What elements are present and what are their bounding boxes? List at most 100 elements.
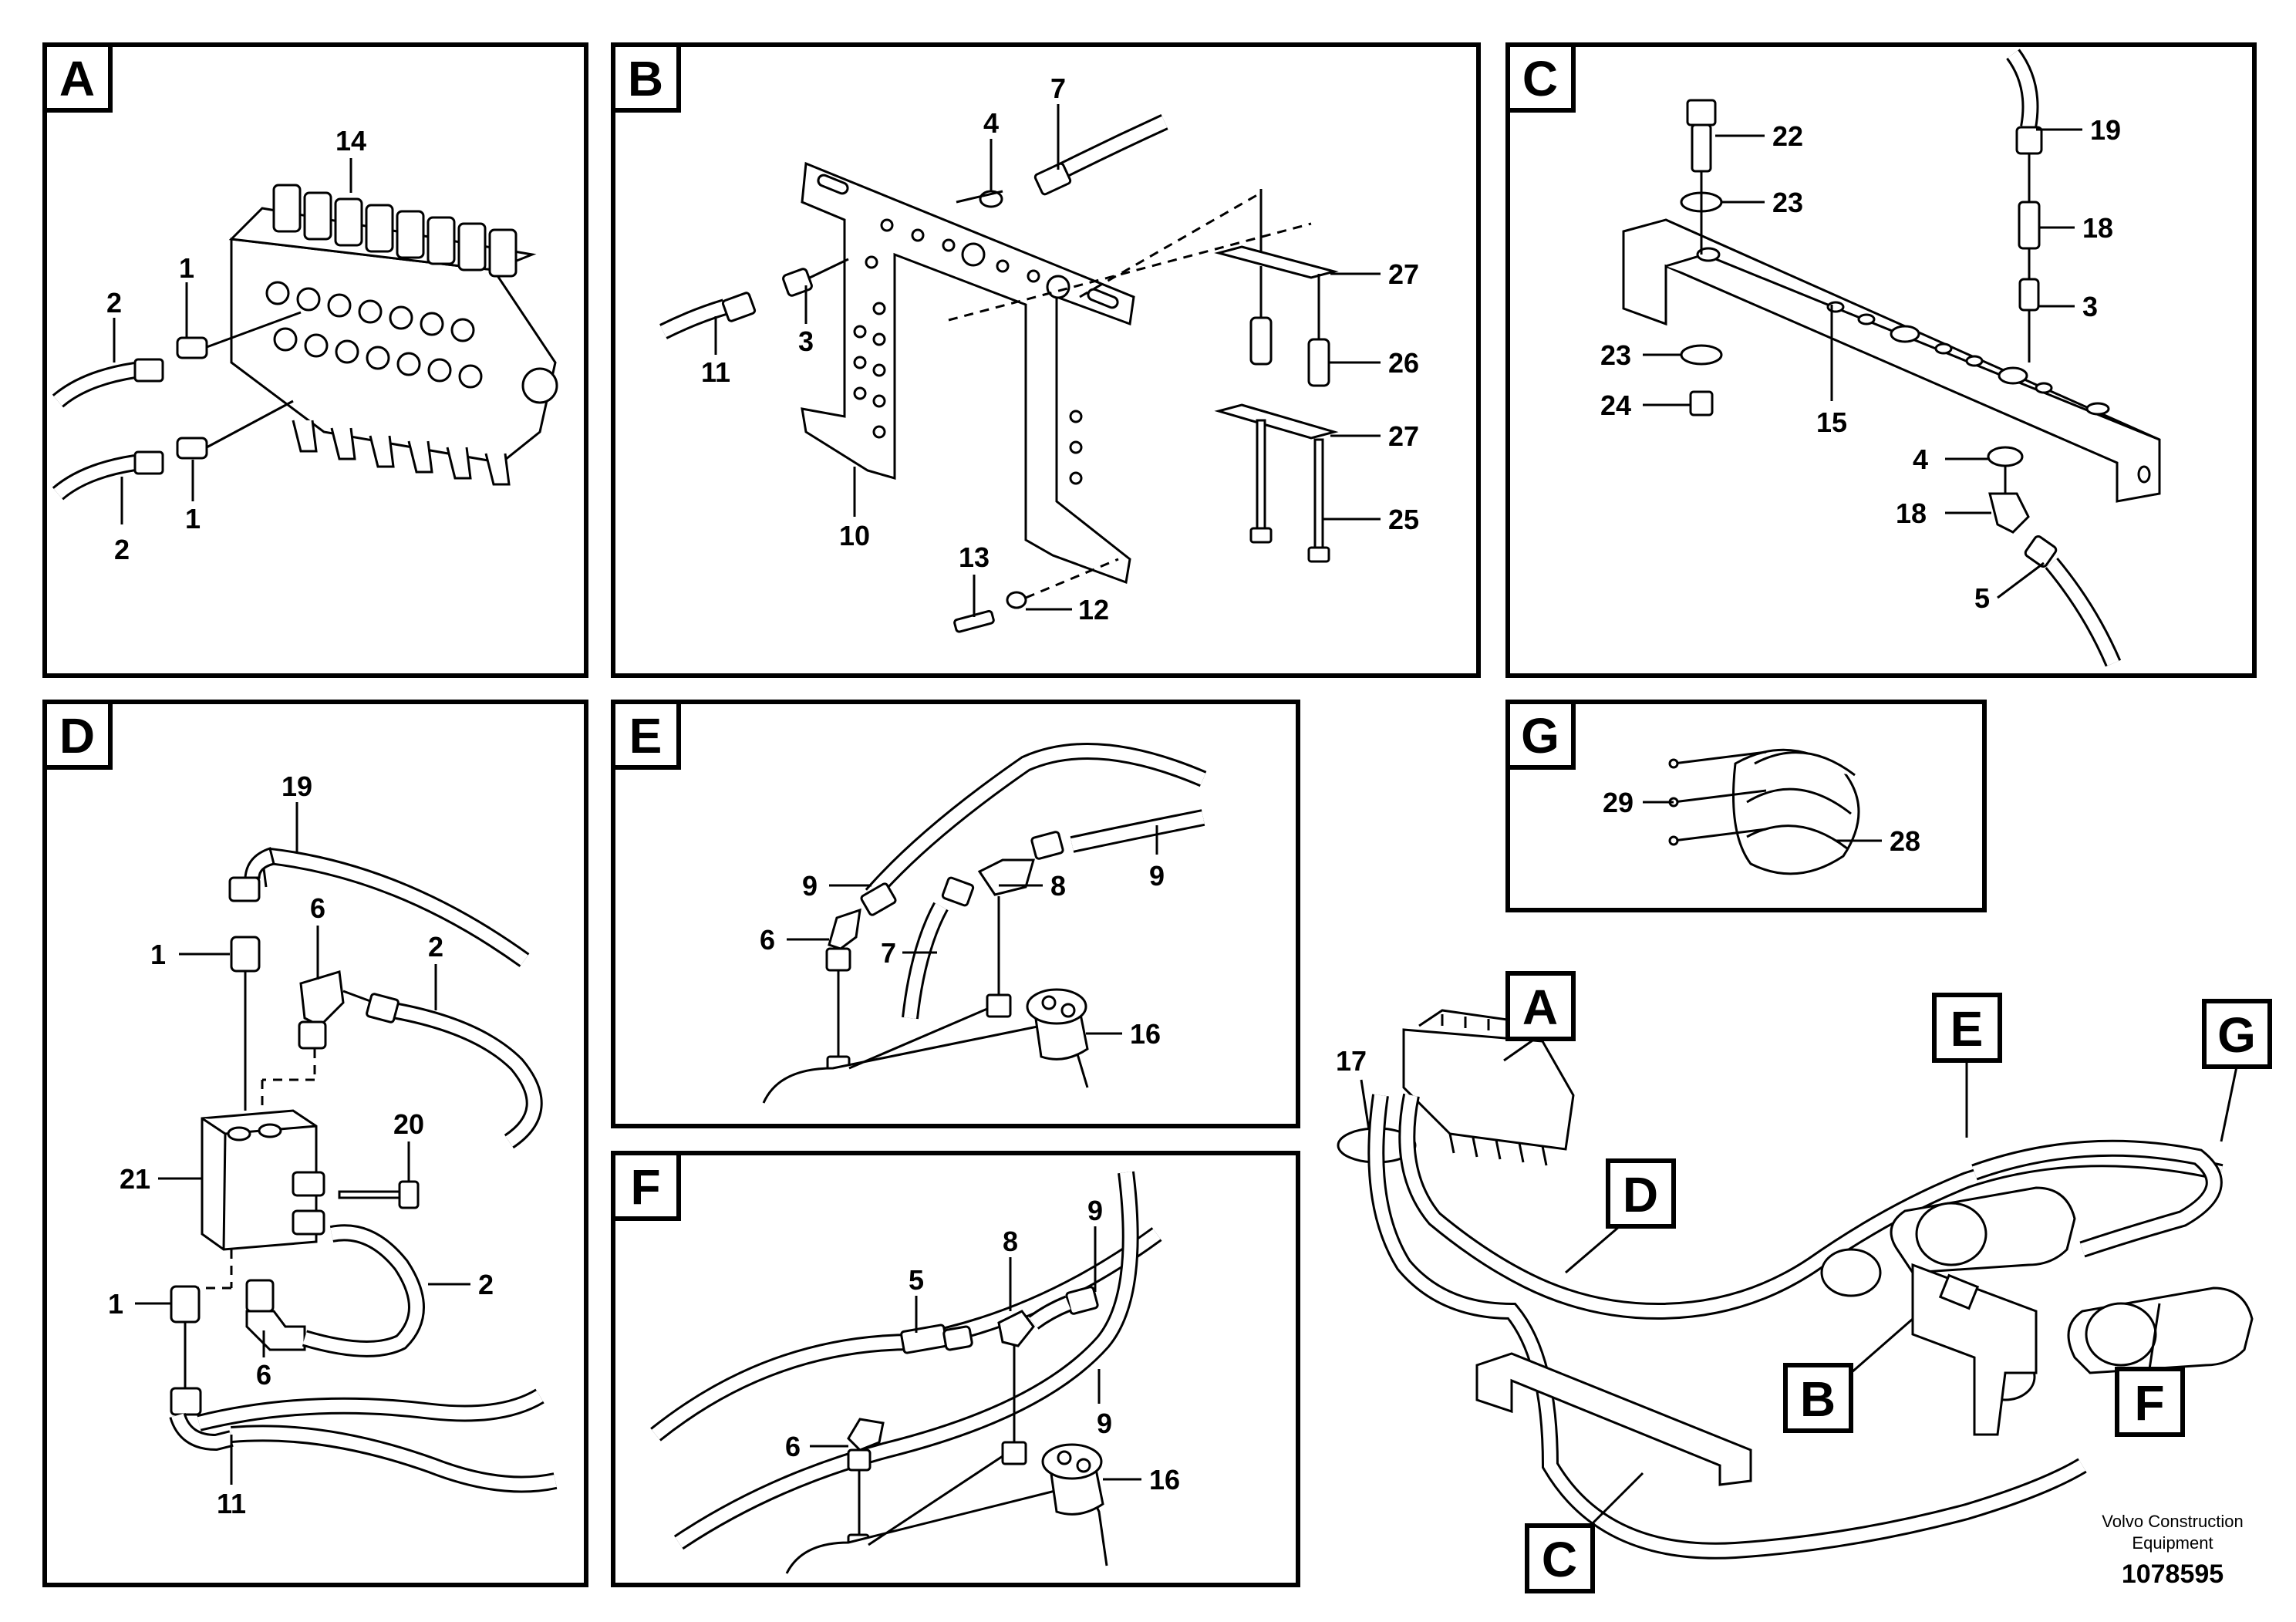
mounting-bracket-drawing (801, 161, 1135, 585)
overview-tag-d-box (1606, 1158, 1676, 1229)
callout-12: 12 (1078, 594, 1109, 626)
callout-9-upper: 9 (1087, 1195, 1103, 1226)
panel-a-callouts: 14 1 1 2 2 (106, 125, 366, 565)
panel-g-tag (1505, 700, 1576, 770)
panel-e-callouts: 9 8 9 6 7 16 (760, 825, 1165, 1050)
panel-d: D (42, 700, 588, 1587)
callout-2-lower: 2 (478, 1269, 494, 1300)
callout-20: 20 (393, 1108, 424, 1140)
hose-clamp-drawing (1668, 748, 1860, 875)
overview-tag-e-box (1932, 993, 2002, 1063)
callout-7: 7 (881, 937, 896, 969)
callout-6-lower: 6 (256, 1359, 271, 1391)
callout-11: 11 (217, 1488, 246, 1519)
callout-27-lower: 27 (1388, 420, 1419, 452)
drawing-footer: Volvo Construction Equipment 1078595 (2102, 1512, 2243, 1589)
panel-b-callouts: 4 7 3 11 10 13 12 27 26 27 25 (701, 73, 1419, 626)
panel-b: B (611, 42, 1481, 678)
callout-16: 16 (1130, 1018, 1161, 1050)
callout-17: 17 (1336, 1045, 1367, 1077)
callout-1-upper: 1 (150, 939, 166, 970)
overview-tag-a-box (1505, 971, 1576, 1041)
panel-a-tag (42, 42, 113, 113)
company-name-line2: Equipment (2132, 1533, 2213, 1553)
panel-b-tag (611, 42, 681, 113)
panel-a: A (42, 42, 588, 678)
panel-a-label: A (59, 51, 95, 106)
overview-assembly: A E G D B F C 17 (1336, 971, 2272, 1593)
callout-19: 19 (2090, 114, 2121, 146)
panel-d-drawing (169, 847, 558, 1493)
panel-g-label: G (1521, 708, 1559, 764)
valve-ports (265, 281, 558, 404)
callout-3: 3 (798, 325, 814, 357)
panel-b-label: B (628, 51, 663, 106)
callout-21: 21 (120, 1163, 150, 1195)
callout-3: 3 (2082, 291, 2098, 322)
hoses-panel-a (52, 311, 302, 501)
overview-drawing (1337, 1009, 2254, 1560)
overview-tag-a: A (1522, 980, 1558, 1035)
callout-26: 26 (1388, 347, 1419, 379)
callout-4: 4 (1913, 443, 1928, 475)
callout-2-upper: 2 (106, 287, 122, 319)
callout-23-lower: 23 (1600, 339, 1631, 371)
callout-23-upper: 23 (1772, 187, 1803, 218)
panel-e: E 9 8 9 (611, 700, 1300, 1128)
callout-8: 8 (1003, 1226, 1018, 1257)
control-valve-drawing (228, 184, 558, 486)
overview-tag-b-box (1783, 1363, 1853, 1433)
callout-8: 8 (1050, 870, 1066, 902)
callout-15: 15 (1816, 406, 1847, 438)
callout-19: 19 (282, 771, 312, 802)
callout-9-right: 9 (1149, 860, 1165, 892)
valve-spools (272, 184, 518, 278)
panel-b-fasteners (948, 189, 1339, 633)
callout-16: 16 (1149, 1464, 1180, 1496)
callout-10: 10 (839, 520, 870, 551)
callout-24: 24 (1600, 389, 1631, 421)
overview-tag-f-box (2115, 1367, 2185, 1437)
overview-tag-c: C (1542, 1532, 1577, 1587)
overview-tag-g-box (2202, 999, 2272, 1069)
callout-2-upper: 2 (428, 931, 443, 963)
callout-22: 22 (1772, 120, 1803, 152)
callout-1-upper: 1 (179, 252, 194, 284)
callout-29: 29 (1603, 787, 1633, 818)
callout-5: 5 (909, 1264, 924, 1296)
mounting-bar-drawing (1622, 218, 2161, 503)
callout-13: 13 (959, 541, 990, 573)
callout-9-lower: 9 (1097, 1408, 1112, 1439)
callout-18-lower: 18 (1896, 497, 1927, 529)
callout-14: 14 (335, 125, 366, 157)
overview-tags: A E G D B F C (1503, 971, 2272, 1593)
panel-f-callouts: 9 8 5 9 6 16 (785, 1195, 1180, 1496)
callout-9-left: 9 (802, 870, 818, 902)
panel-f-tag (611, 1151, 681, 1221)
callout-6: 6 (760, 924, 775, 956)
overview-tag-b: B (1800, 1371, 1836, 1427)
panel-c-label: C (1522, 51, 1558, 106)
callout-11: 11 (701, 356, 730, 388)
panel-f-drawing (650, 1171, 1162, 1574)
panel-d-tag (42, 700, 113, 770)
callout-27-upper: 27 (1388, 258, 1419, 290)
callout-4: 4 (983, 107, 999, 139)
overview-tag-g: G (2217, 1007, 2256, 1063)
company-name-line1: Volvo Construction (2102, 1512, 2243, 1531)
panel-c: C (1505, 42, 2257, 678)
callout-25: 25 (1388, 504, 1419, 535)
panel-e-tag (611, 700, 681, 770)
callout-2-lower: 2 (114, 534, 130, 565)
callout-1-lower: 1 (185, 503, 201, 534)
panel-f: F 9 8 5 (611, 1151, 1300, 1587)
overview-tag-c-box (1525, 1523, 1595, 1593)
panel-g: G 29 28 (1505, 700, 1987, 912)
overview-tag-e: E (1950, 1001, 1984, 1057)
panel-d-callouts: 19 1 6 2 20 21 1 6 2 11 (108, 771, 494, 1519)
panel-e-label: E (629, 708, 663, 764)
panel-f-label: F (630, 1159, 660, 1215)
callout-7: 7 (1050, 73, 1066, 104)
callout-18-upper: 18 (2082, 212, 2113, 244)
